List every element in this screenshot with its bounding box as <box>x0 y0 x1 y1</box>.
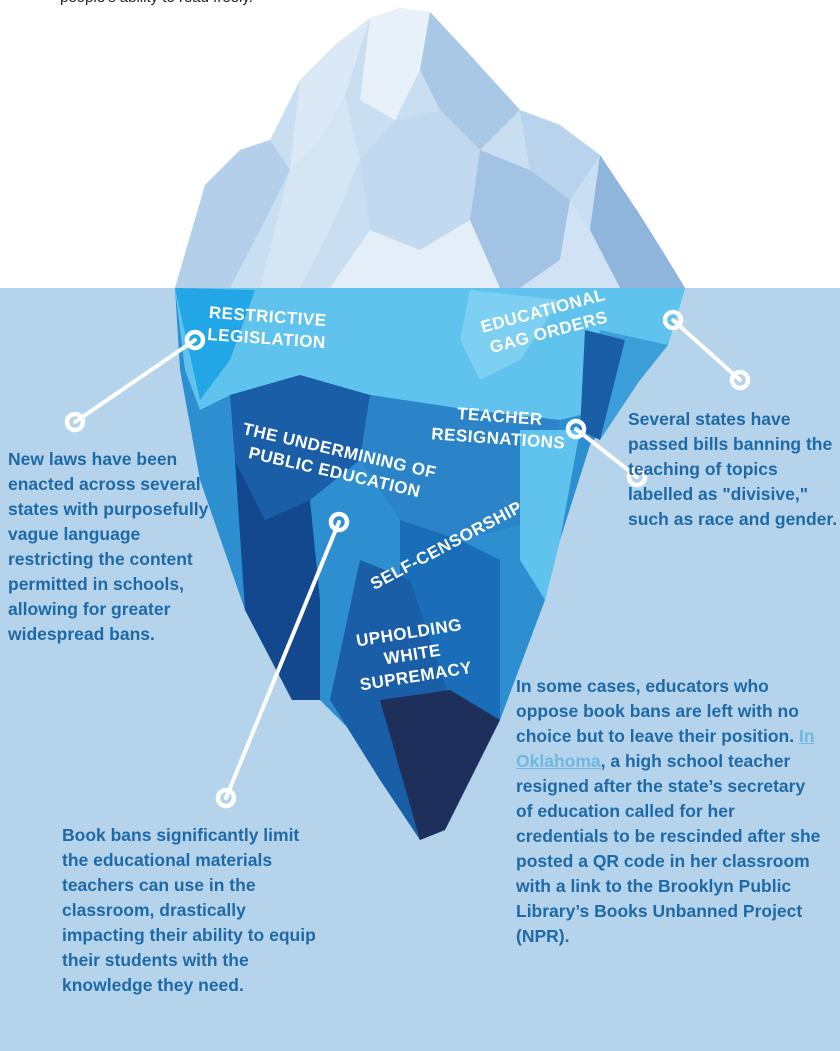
label-restrictive-legislation: RESTRICTIVE LEGISLATION <box>207 302 328 354</box>
callout-gag-orders: Several states have passed bills banning… <box>628 409 838 529</box>
connector-dots <box>64 309 751 809</box>
iceberg-underwater <box>175 288 685 840</box>
iceberg-tip <box>175 8 685 288</box>
intro-text: people’s ability to read freely. <box>60 0 253 8</box>
callout-educational-materials: Book bans significantly limit the educat… <box>62 825 316 995</box>
callout-connectors <box>73 318 742 800</box>
oklahoma-link[interactable]: In Oklahoma <box>516 726 815 771</box>
callout-new-laws: New laws have been enacted across severa… <box>8 449 209 644</box>
callout-resign-intro: In some cases, educators who oppose book… <box>516 676 799 746</box>
label-teacher-resignations: TEACHER RESIGNATIONS <box>431 401 568 454</box>
callout-resign-rest: , a high school teacher resigned after t… <box>516 751 821 946</box>
callout-teacher-resignations: In some cases, educators who oppose book… <box>516 674 826 949</box>
